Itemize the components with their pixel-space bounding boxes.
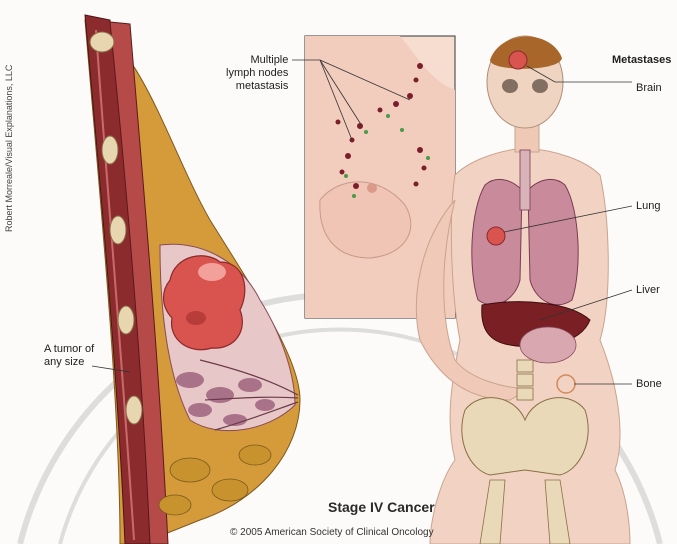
tumor-callout-line1: A tumor of [44, 343, 94, 356]
image-credit: Robert Morreale/Visual Explanations, LLC [4, 65, 14, 232]
lymph-callout-line2: lymph nodes [226, 67, 288, 80]
tumor-callout-line2: any size [44, 356, 94, 369]
stage-title: Stage IV Cancer [328, 499, 435, 515]
lung-metastasis [487, 227, 505, 245]
metastases-header: Metastases [612, 54, 671, 67]
lung-right [528, 179, 578, 304]
lymph-callout-line3: metastasis [226, 80, 288, 93]
label-bone: Bone [636, 378, 662, 391]
copyright-notice: © 2005 American Society of Clinical Onco… [230, 527, 434, 538]
lymph-callout: Multiple lymph nodes metastasis [226, 54, 288, 93]
label-brain: Brain [636, 82, 662, 95]
brain-metastasis [509, 51, 527, 69]
label-lung: Lung [636, 200, 660, 213]
lymph-callout-line1: Multiple [226, 54, 288, 67]
breast-cross-section [85, 15, 300, 544]
tumor-callout: A tumor of any size [44, 343, 94, 369]
label-liver: Liver [636, 284, 660, 297]
